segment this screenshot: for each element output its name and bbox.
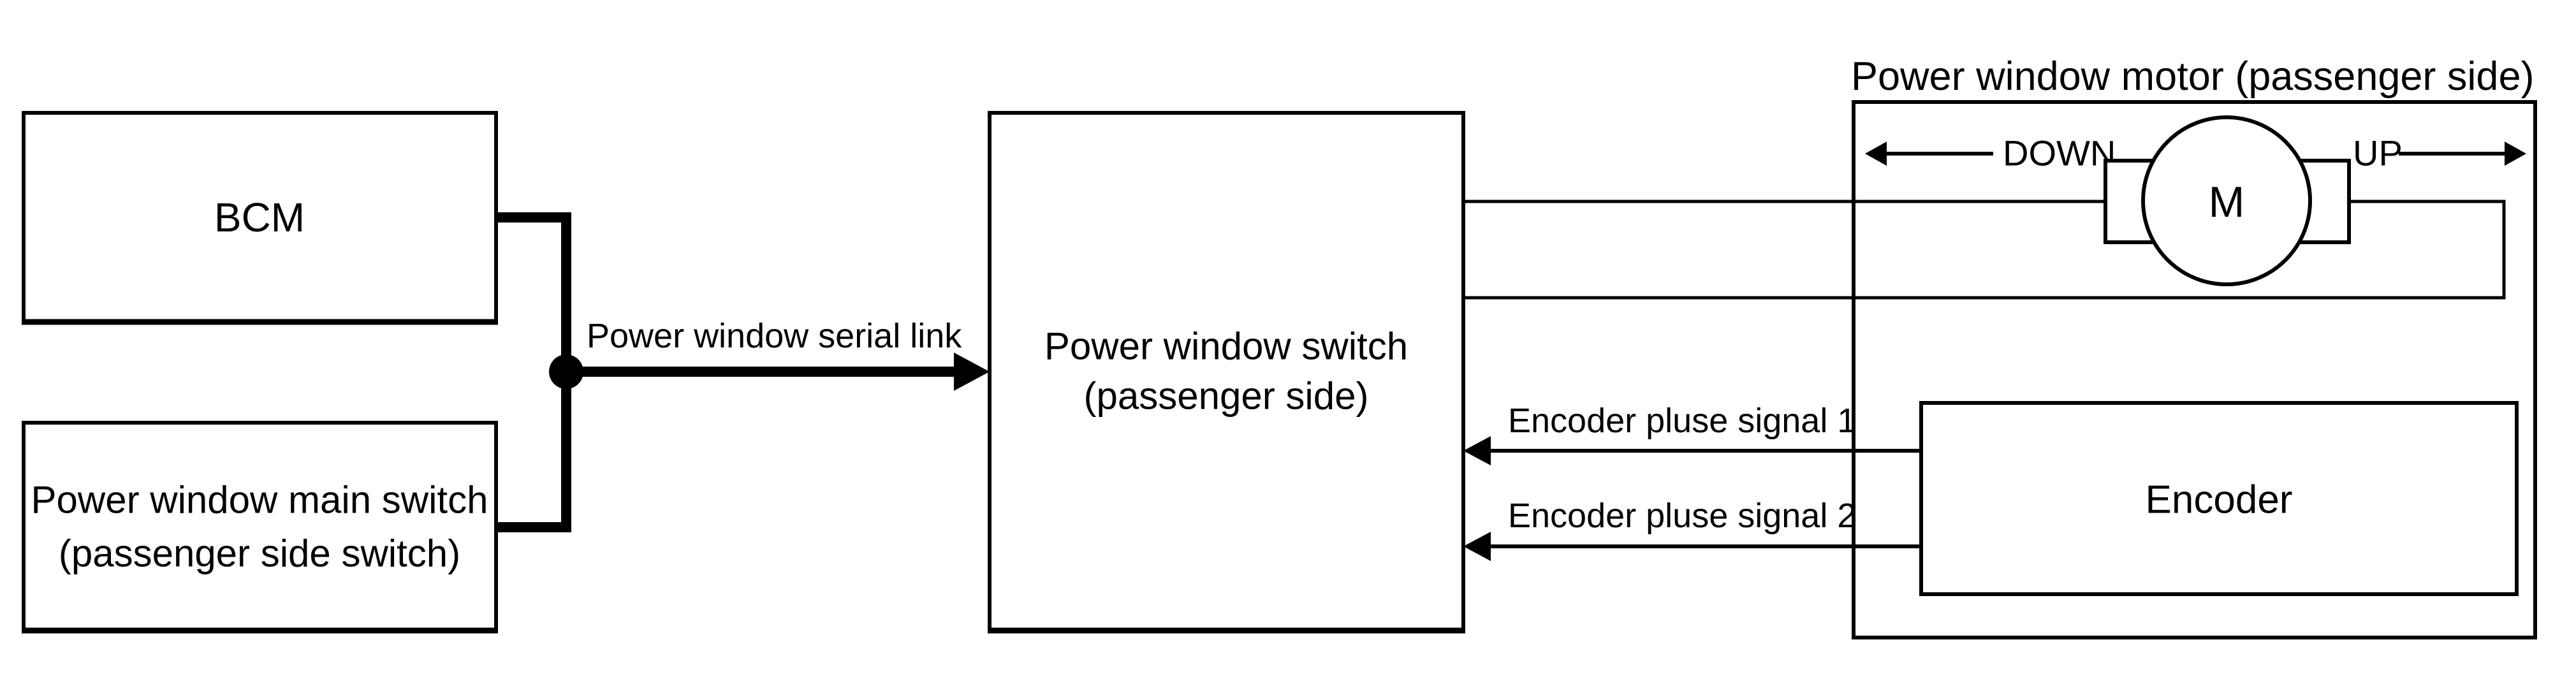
bcm-box [22, 111, 498, 324]
serial-link-arrowhead-right-icon [954, 353, 990, 391]
motor-symbol: M [2209, 178, 2245, 226]
bcm-label: BCM [214, 194, 305, 240]
motor-assembly-title: Power window motor (passenger side) [1851, 54, 2534, 99]
encoder-signal-2-arrow [1463, 532, 1921, 561]
down-arrowhead-left-icon [1865, 142, 1887, 166]
down-direction-arrow [1865, 142, 1993, 166]
serial-link-label: Power window serial link [587, 317, 962, 355]
encoder-signal-2-arrowhead-left-icon [1463, 532, 1491, 561]
up-arrowhead-right-icon [2505, 142, 2526, 166]
passenger-switch-box [988, 111, 1465, 632]
up-direction-arrow [2399, 142, 2526, 166]
encoder-signal-1-label: Encoder pluse signal 1 [1508, 402, 1856, 440]
encoder-signal-2-label: Encoder pluse signal 2 [1508, 497, 1856, 535]
encoder-signal-1-arrowhead-left-icon [1463, 436, 1491, 465]
passenger-switch-label-line2: (passenger side) [1084, 375, 1369, 418]
encoder-label: Encoder [2146, 478, 2293, 522]
motor-wire-up-circuit [1463, 200, 2506, 300]
up-label: UP [2353, 133, 2403, 173]
passenger-switch-label-line1: Power window switch [1044, 325, 1408, 368]
main-switch-label-line1: Power window main switch [31, 479, 488, 522]
main-switch-label-line2: (passenger side switch) [59, 532, 460, 575]
down-label: DOWN [2003, 133, 2116, 173]
encoder-box [1919, 401, 2519, 596]
serial-link-arrow [566, 353, 990, 391]
motor-circle-icon [2141, 115, 2312, 286]
main-switch-box [22, 421, 498, 632]
encoder-signal-1-arrow [1463, 436, 1921, 465]
